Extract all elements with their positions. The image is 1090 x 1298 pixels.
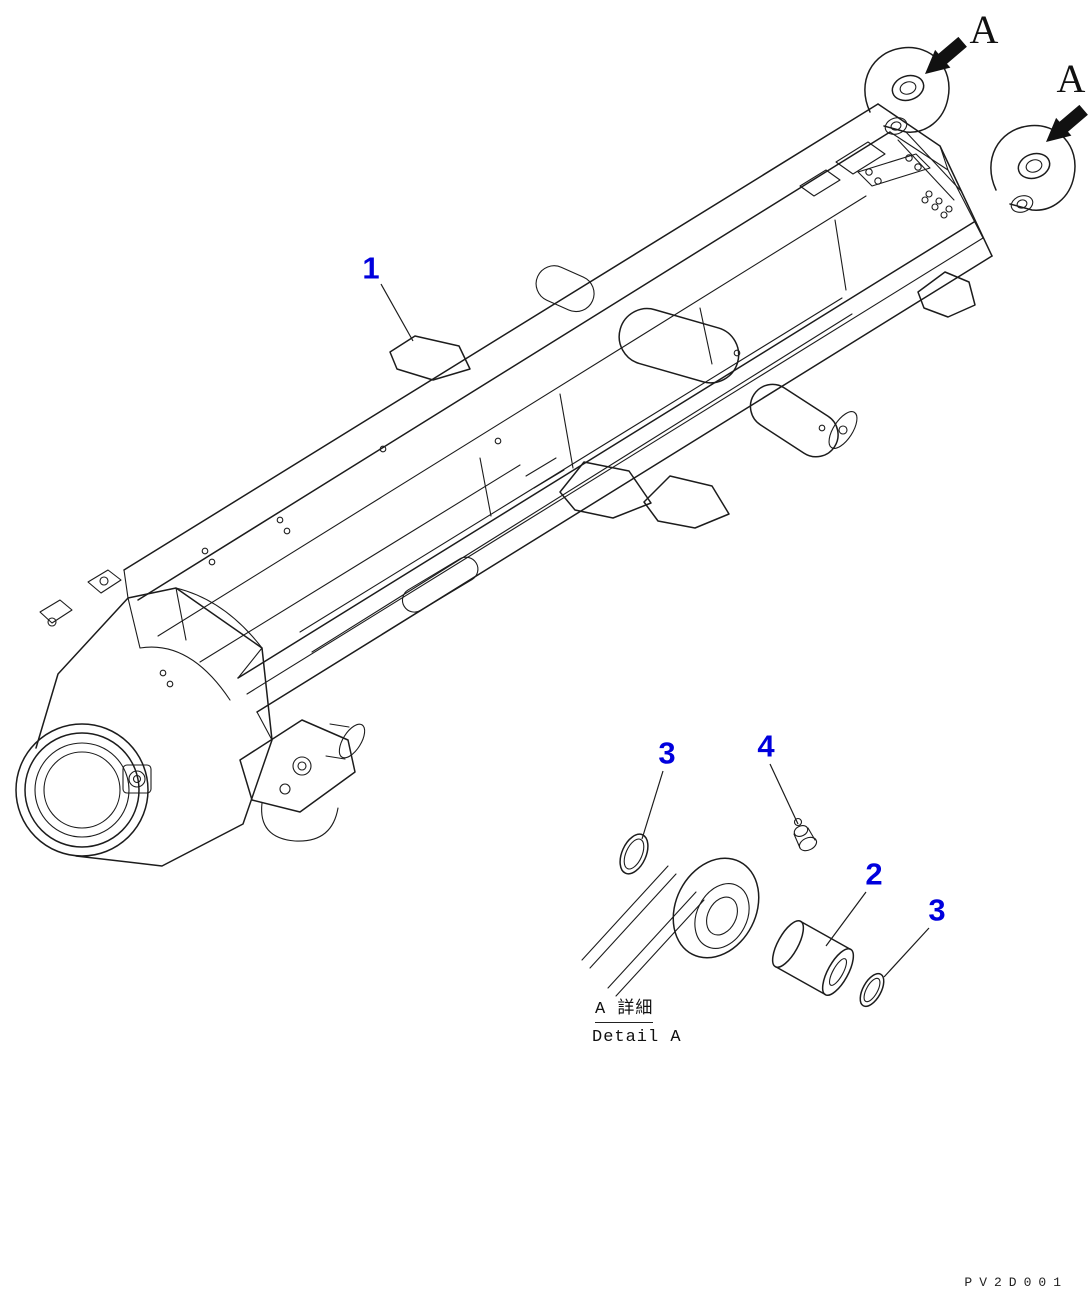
snap-ring-right-drawing	[859, 972, 885, 1008]
callout-4-grease-fitting[interactable]: 4	[757, 728, 775, 764]
bushing-drawing	[771, 919, 855, 997]
snap-ring-left-drawing	[619, 833, 649, 875]
axle-housing-drawing	[15, 569, 366, 867]
crossmember-tube	[535, 265, 740, 384]
callout-1-frame[interactable]: 1	[362, 250, 380, 286]
mounting-ears-drawing	[864, 46, 1076, 213]
grease-fitting-drawing	[793, 817, 818, 852]
detail-a-title-local: A 詳細	[595, 1000, 654, 1024]
view-direction-arrow-icon	[1046, 104, 1088, 142]
view-a-label-top: A	[969, 7, 999, 52]
callout-leader-lines	[380, 283, 930, 978]
main-frame-drawing	[123, 103, 993, 741]
drawing-number: PV2D001	[964, 1275, 1068, 1290]
view-direction-arrow-icon	[925, 36, 967, 74]
view-arrows	[925, 36, 1088, 142]
callout-2-bushing[interactable]: 2	[865, 856, 883, 892]
detail-a-assembly-drawing	[581, 817, 885, 1008]
side-pivot-cylinder	[749, 383, 858, 458]
callout-3-snap-ring-left[interactable]: 3	[658, 735, 676, 771]
view-a-label-side: A	[1056, 56, 1086, 101]
detail-a-title-english: Detail A	[592, 1028, 682, 1047]
callout-3-snap-ring-right[interactable]: 3	[928, 892, 946, 928]
